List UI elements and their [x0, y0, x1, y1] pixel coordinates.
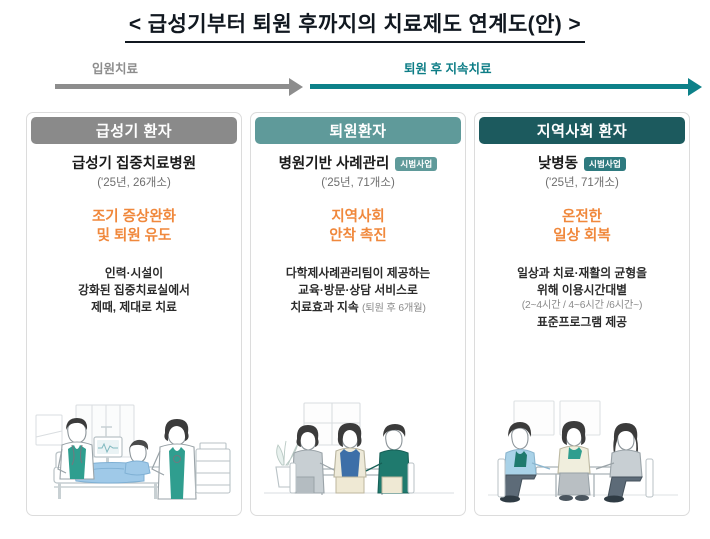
accent-line-1: 온전한: [561, 208, 603, 225]
stage2-arrow-line: [310, 84, 690, 89]
page-title-container: < 급성기부터 퇴원 후까지의 치료제도 연계도(안) >: [0, 8, 710, 43]
accent-line-1: 조기 증상완화: [91, 208, 177, 225]
desc-line-3: 제때, 제대로 치료: [91, 300, 177, 315]
stage2-label: 퇴원 후 지속치료: [404, 62, 492, 76]
desc-line-1: 일상과 치료·재활의 균형을: [517, 266, 647, 281]
accent-line-2: 및 퇴원 유도: [96, 228, 172, 245]
card-header-discharged: 퇴원환자: [255, 117, 461, 144]
accent-text-acute: 조기 증상완화 및 퇴원 유도: [35, 208, 233, 247]
card-body-discharged: 병원기반 사례관리 시범사업 ('25년, 71개소) 지역사회 안착 촉진 다…: [251, 144, 465, 317]
program-count-acute: ('25년, 26개소): [97, 177, 171, 190]
desc-tail-discharged: 치료효과 지속: [290, 300, 359, 315]
accent-line-2: 안착 촉진: [329, 228, 387, 245]
card-header-community: 지역사회 환자: [479, 117, 685, 144]
card-community-patient: 지역사회 환자 낮병동 시범사업 ('25년, 71개소) 온전한 일상 회복 …: [474, 112, 690, 516]
desc-line-1: 다학제사례관리팀이 제공하는: [285, 266, 431, 281]
description-acute: 인력·시설이 강화된 집중치료실에서 제때, 제대로 치료: [35, 265, 233, 316]
desc-line-1: 인력·시설이: [104, 266, 164, 281]
group-meeting-illustration: [480, 397, 686, 509]
counseling-table-illustration: [256, 397, 462, 509]
pilot-program-badge-community: 시범사업: [583, 157, 627, 171]
desc-paren-discharged: (퇴원 후 6개월): [362, 303, 426, 315]
card-body-acute: 급성기 집중치료병원 ('25년, 26개소) 조기 증상완화 및 퇴원 유도 …: [27, 144, 241, 316]
description-community: 일상과 치료·재활의 균형을 위해 이용시간대별 (2~4시간 / 4~6시간 …: [483, 265, 681, 331]
desc-line-2: 강화된 집중치료실에서: [78, 283, 190, 298]
program-title-acute: 급성기 집중치료병원: [71, 156, 197, 172]
program-title-row-community: 낮병동 시범사업: [483, 155, 681, 173]
stage1-label: 입원치료: [92, 62, 139, 76]
card-acute-patient: 급성기 환자 급성기 집중치료병원 ('25년, 26개소) 조기 증상완화 및…: [26, 112, 242, 516]
page-title: < 급성기부터 퇴원 후까지의 치료제도 연계도(안) >: [124, 8, 586, 43]
desc-tail-community: 표준프로그램 제공: [536, 315, 628, 330]
process-flow-arrows: 입원치료 퇴원 후 지속치료: [0, 58, 710, 104]
accent-text-community: 온전한 일상 회복: [483, 208, 681, 247]
description-discharged: 다학제사례관리팀이 제공하는 교육·방문·상담 서비스로 치료효과 지속 (퇴원…: [259, 265, 457, 317]
hospital-bed-care-illustration: [32, 397, 238, 509]
accent-line-1: 지역사회: [331, 208, 385, 225]
program-title-row-acute: 급성기 집중치료병원: [35, 155, 233, 173]
card-discharged-patient: 퇴원환자 병원기반 사례관리 시범사업 ('25년, 71개소) 지역사회 안착…: [250, 112, 466, 516]
stage1-arrow-line: [55, 84, 291, 89]
card-header-acute: 급성기 환자: [31, 117, 237, 144]
program-count-discharged: ('25년, 71개소): [321, 177, 395, 190]
stage2-arrow-head-icon: [688, 77, 702, 96]
card-container: 급성기 환자 급성기 집중치료병원 ('25년, 26개소) 조기 증상완화 및…: [26, 112, 690, 516]
program-title-discharged: 병원기반 사례관리: [278, 156, 390, 172]
desc-line-2: 교육·방문·상담 서비스로: [298, 283, 418, 298]
card-body-community: 낮병동 시범사업 ('25년, 71개소) 온전한 일상 회복 일상과 치료·재…: [475, 144, 689, 331]
accent-text-discharged: 지역사회 안착 촉진: [259, 208, 457, 247]
program-title-row-discharged: 병원기반 사례관리 시범사업: [259, 155, 457, 173]
pilot-program-badge-discharged: 시범사업: [395, 157, 438, 171]
stage1-arrow-head-icon: [289, 77, 303, 96]
desc-line-2: 위해 이용시간대별: [536, 283, 628, 298]
accent-line-2: 일상 회복: [553, 228, 611, 245]
desc-paren-community: (2~4시간 / 4~6시간 /6시간~): [521, 300, 643, 312]
desc-line-3: 치료효과 지속 (퇴원 후 6개월): [259, 299, 457, 317]
program-count-community: ('25년, 71개소): [545, 177, 619, 190]
program-title-community: 낮병동: [537, 156, 578, 172]
